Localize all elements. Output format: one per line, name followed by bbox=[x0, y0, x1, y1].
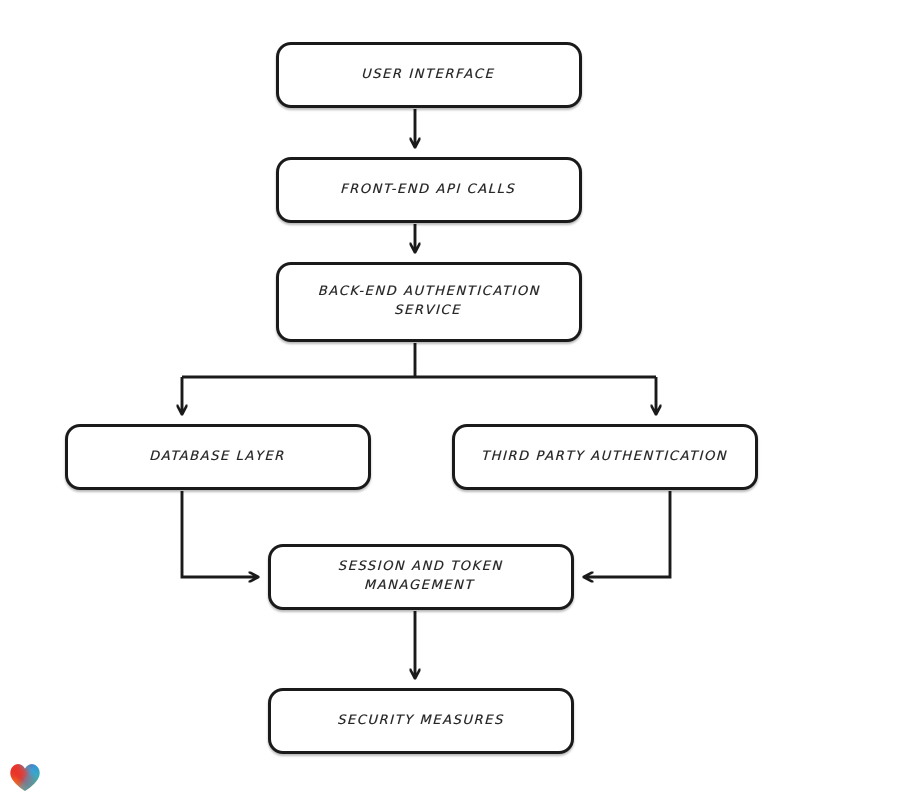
gradient-heart-logo bbox=[10, 764, 40, 792]
node-backend-auth-service-label: Back-End Authentication Service bbox=[318, 284, 542, 318]
node-backend-auth-service[interactable]: Back-End Authentication Service bbox=[276, 262, 582, 342]
node-user-interface-label: User Interface bbox=[361, 66, 497, 82]
node-third-party-auth[interactable]: Third Party Authentication bbox=[452, 424, 758, 490]
node-session-token-mgmt[interactable]: Session and Token Management bbox=[268, 544, 574, 610]
node-frontend-api-calls[interactable]: Front-End API Calls bbox=[276, 157, 582, 223]
node-frontend-api-calls-label: Front-End API Calls bbox=[340, 181, 518, 197]
node-user-interface[interactable]: User Interface bbox=[276, 42, 582, 108]
node-database-layer[interactable]: Database Layer bbox=[65, 424, 371, 490]
edge-third-to-session bbox=[584, 491, 672, 577]
node-security-measures-label: Security Measures bbox=[337, 712, 505, 728]
node-database-layer-label: Database Layer bbox=[149, 448, 287, 464]
node-session-token-mgmt-label: Session and Token Management bbox=[338, 559, 505, 593]
node-security-measures[interactable]: Security Measures bbox=[268, 688, 574, 754]
node-third-party-auth-label: Third Party Authentication bbox=[481, 448, 729, 464]
edge-db-to-session bbox=[180, 491, 258, 577]
